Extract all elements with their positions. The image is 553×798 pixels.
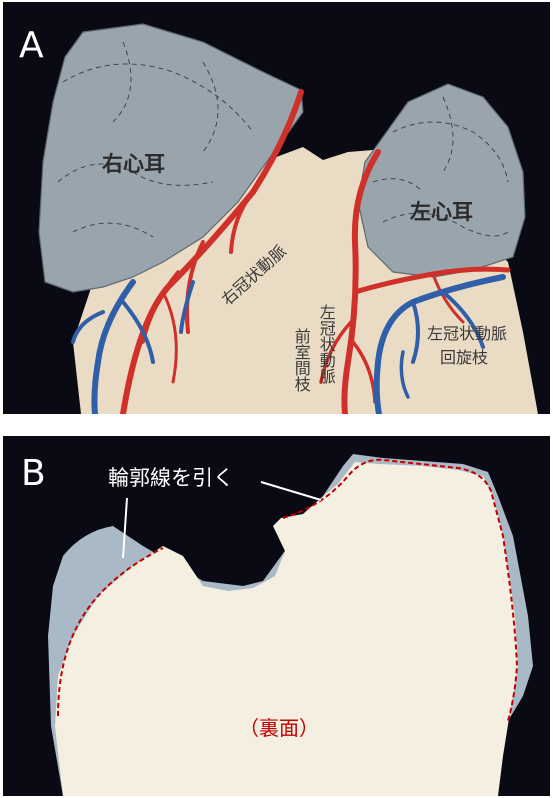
lad-label-col2: 前室間枝 bbox=[292, 328, 309, 392]
lcx-label-line2: 回旋枝 bbox=[440, 344, 488, 368]
panel-b: B 輪郭線を引く （裏面） bbox=[3, 436, 550, 796]
back-side-label: （裏面） bbox=[239, 712, 319, 741]
panel-a-letter: A bbox=[19, 28, 44, 64]
right-auricle-label: 右心耳 bbox=[102, 148, 165, 178]
lad-label-col1: 左冠状動脈 bbox=[317, 304, 334, 384]
panel-b-illustration bbox=[3, 436, 550, 796]
lcx-label-line1: 左冠状動脈 bbox=[427, 320, 507, 344]
panel-b-letter: B bbox=[21, 456, 46, 492]
panel-a: A 右心耳 左心耳 右冠状動脈 左冠状動脈 前室間枝 左冠状動脈 回旋枝 bbox=[3, 2, 550, 414]
trace-outline-annotation: 輪郭線を引く bbox=[108, 462, 234, 492]
left-auricle-label: 左心耳 bbox=[410, 196, 473, 226]
